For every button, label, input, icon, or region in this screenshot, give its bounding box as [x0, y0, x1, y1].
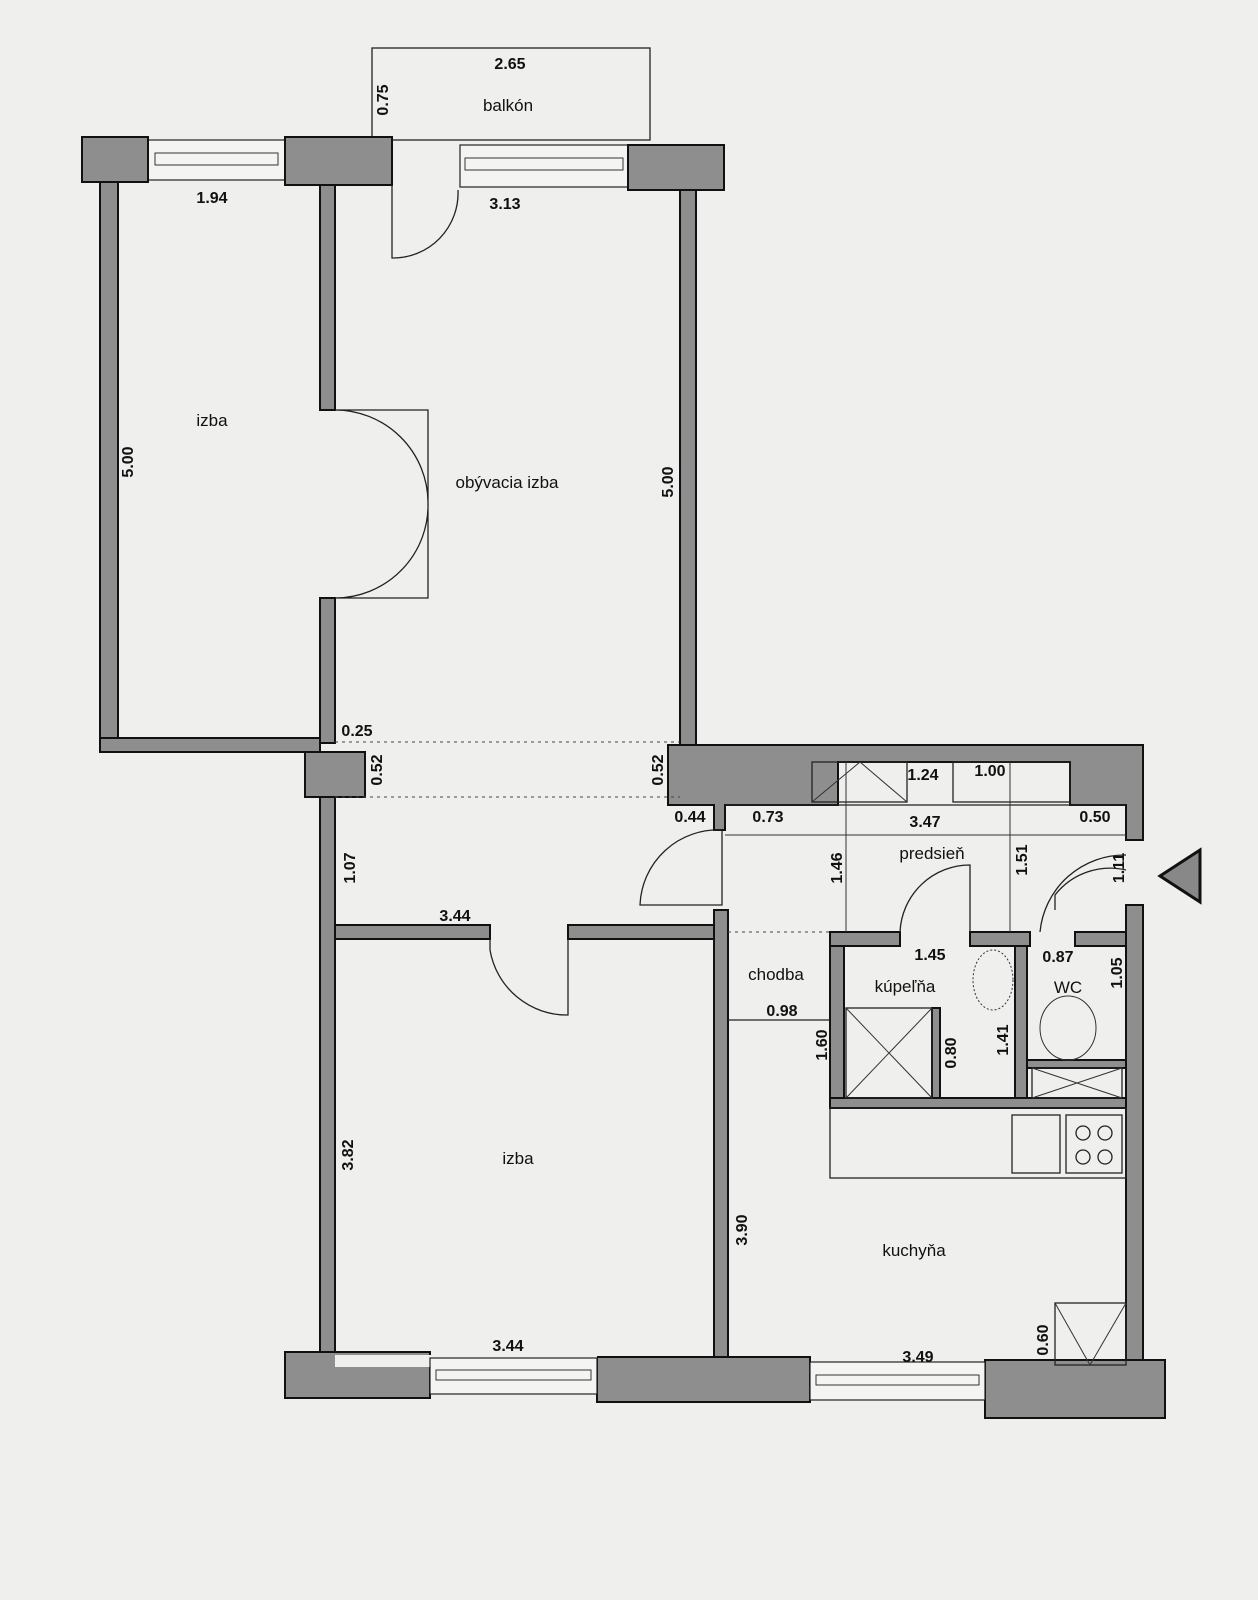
room-label-balcony: balkón	[483, 96, 533, 115]
dim-label: 2.65	[494, 56, 525, 73]
room-label-living-room: obývacia izba	[455, 473, 559, 492]
window-bottom-room	[429, 1357, 598, 1395]
dim-label: 1.51	[1014, 844, 1031, 875]
dim-label: 0.44	[674, 809, 705, 826]
balcony-outline	[371, 47, 651, 141]
dim-label: 3.82	[340, 1139, 357, 1170]
dim-label: 1.05	[1109, 957, 1126, 988]
dim-label: 0.75	[375, 84, 392, 115]
room-label-kitchen: kuchyňa	[882, 1241, 946, 1260]
window-bottom-kitchen	[809, 1361, 986, 1401]
dim-label: 3.44	[492, 1338, 523, 1355]
dim-label: 1.11	[1111, 853, 1128, 883]
dim-label: 1.41	[995, 1024, 1012, 1055]
dim-label: 3.49	[902, 1349, 933, 1366]
dim-label: 5.00	[660, 466, 677, 497]
room-label-room-bottom: izba	[502, 1149, 534, 1168]
dim-label: 0.73	[752, 809, 783, 826]
dim-label: 1.45	[914, 947, 945, 964]
dim-label: 0.50	[1079, 809, 1110, 826]
dim-label: 0.52	[650, 754, 667, 785]
dim-label: 1.24	[907, 767, 938, 784]
room-label-bathroom: kúpeľňa	[875, 977, 936, 996]
dim-label: 5.00	[120, 446, 137, 477]
dim-label: 3.13	[489, 196, 520, 213]
entrance-arrow-icon	[1157, 847, 1202, 905]
dim-label: 0.25	[341, 723, 372, 740]
dim-label: 1.46	[829, 852, 846, 883]
fixtures	[335, 741, 1127, 1367]
window-top-left	[147, 139, 286, 181]
walls	[81, 136, 1166, 1419]
window-top-living	[459, 144, 629, 188]
dim-label: 1.94	[196, 190, 227, 207]
dim-label: 0.87	[1042, 949, 1073, 966]
dim-label: 0.52	[369, 754, 386, 785]
dimensions: 2.65 0.75 1.94 3.13 5.00 5.00 0.25 0.52 …	[120, 56, 1128, 1366]
dim-label: 3.44	[439, 908, 470, 925]
dim-label: 0.80	[943, 1037, 960, 1068]
dim-label: 3.47	[909, 814, 940, 831]
dim-label: 1.00	[974, 763, 1005, 780]
dim-label: 1.60	[814, 1029, 831, 1060]
room-label-wc: WC	[1054, 978, 1082, 997]
room-label-corridor: chodba	[748, 965, 804, 984]
dim-label: 0.98	[766, 1003, 797, 1020]
room-label-room-top: izba	[196, 411, 228, 430]
dim-label: 3.90	[734, 1214, 751, 1245]
dim-label: 0.60	[1035, 1324, 1052, 1355]
doors	[334, 185, 1127, 1016]
dim-label: 1.07	[342, 852, 359, 883]
room-label-hall: predsieň	[899, 844, 964, 863]
